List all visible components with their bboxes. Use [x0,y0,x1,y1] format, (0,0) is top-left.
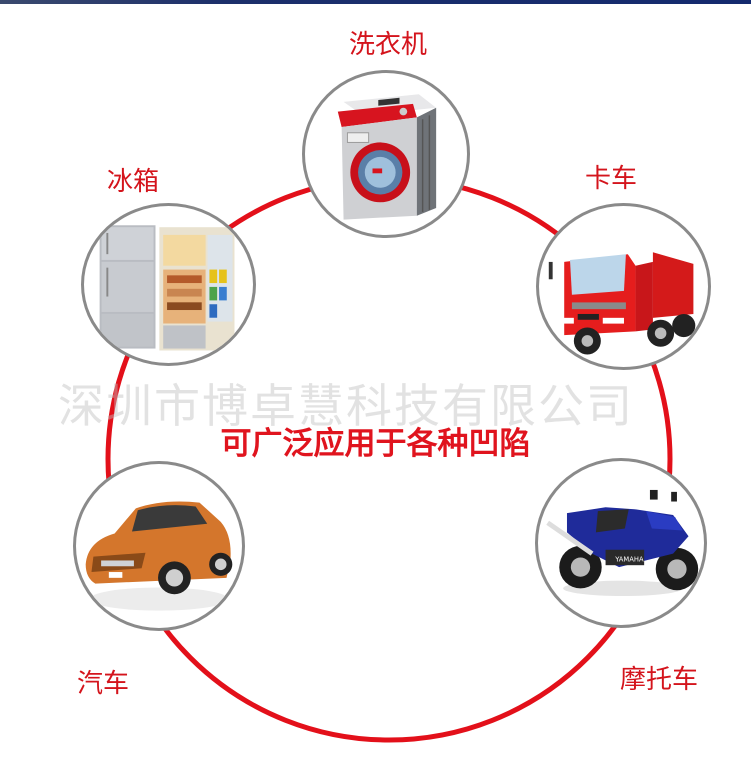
label-truck: 卡车 [585,164,638,194]
motorcycle-icon: YAMAHA [546,489,699,597]
car-bubble [73,461,245,631]
headline: 可广泛应用于各种凹陷 [220,426,531,462]
motorcycle-bubble: YAMAHA [535,458,707,628]
truck-icon [548,252,696,355]
washing-machine-bubble [302,70,470,238]
refrigerator-icon [99,225,235,351]
truck-bubble [536,203,711,370]
label-washing-machine: 洗衣机 [349,30,428,60]
top-banner-strip [0,0,751,4]
label-motorcycle: 摩托车 [620,665,699,695]
label-refrigerator: 冰箱 [107,167,160,197]
company-watermark: 深圳市博卓慧科技有限公司 [58,379,634,433]
car-icon [85,501,233,611]
label-car: 汽车 [77,669,130,699]
washing-machine-icon [337,94,437,220]
svg-text:YAMAHA: YAMAHA [614,555,644,563]
refrigerator-bubble [81,203,256,366]
